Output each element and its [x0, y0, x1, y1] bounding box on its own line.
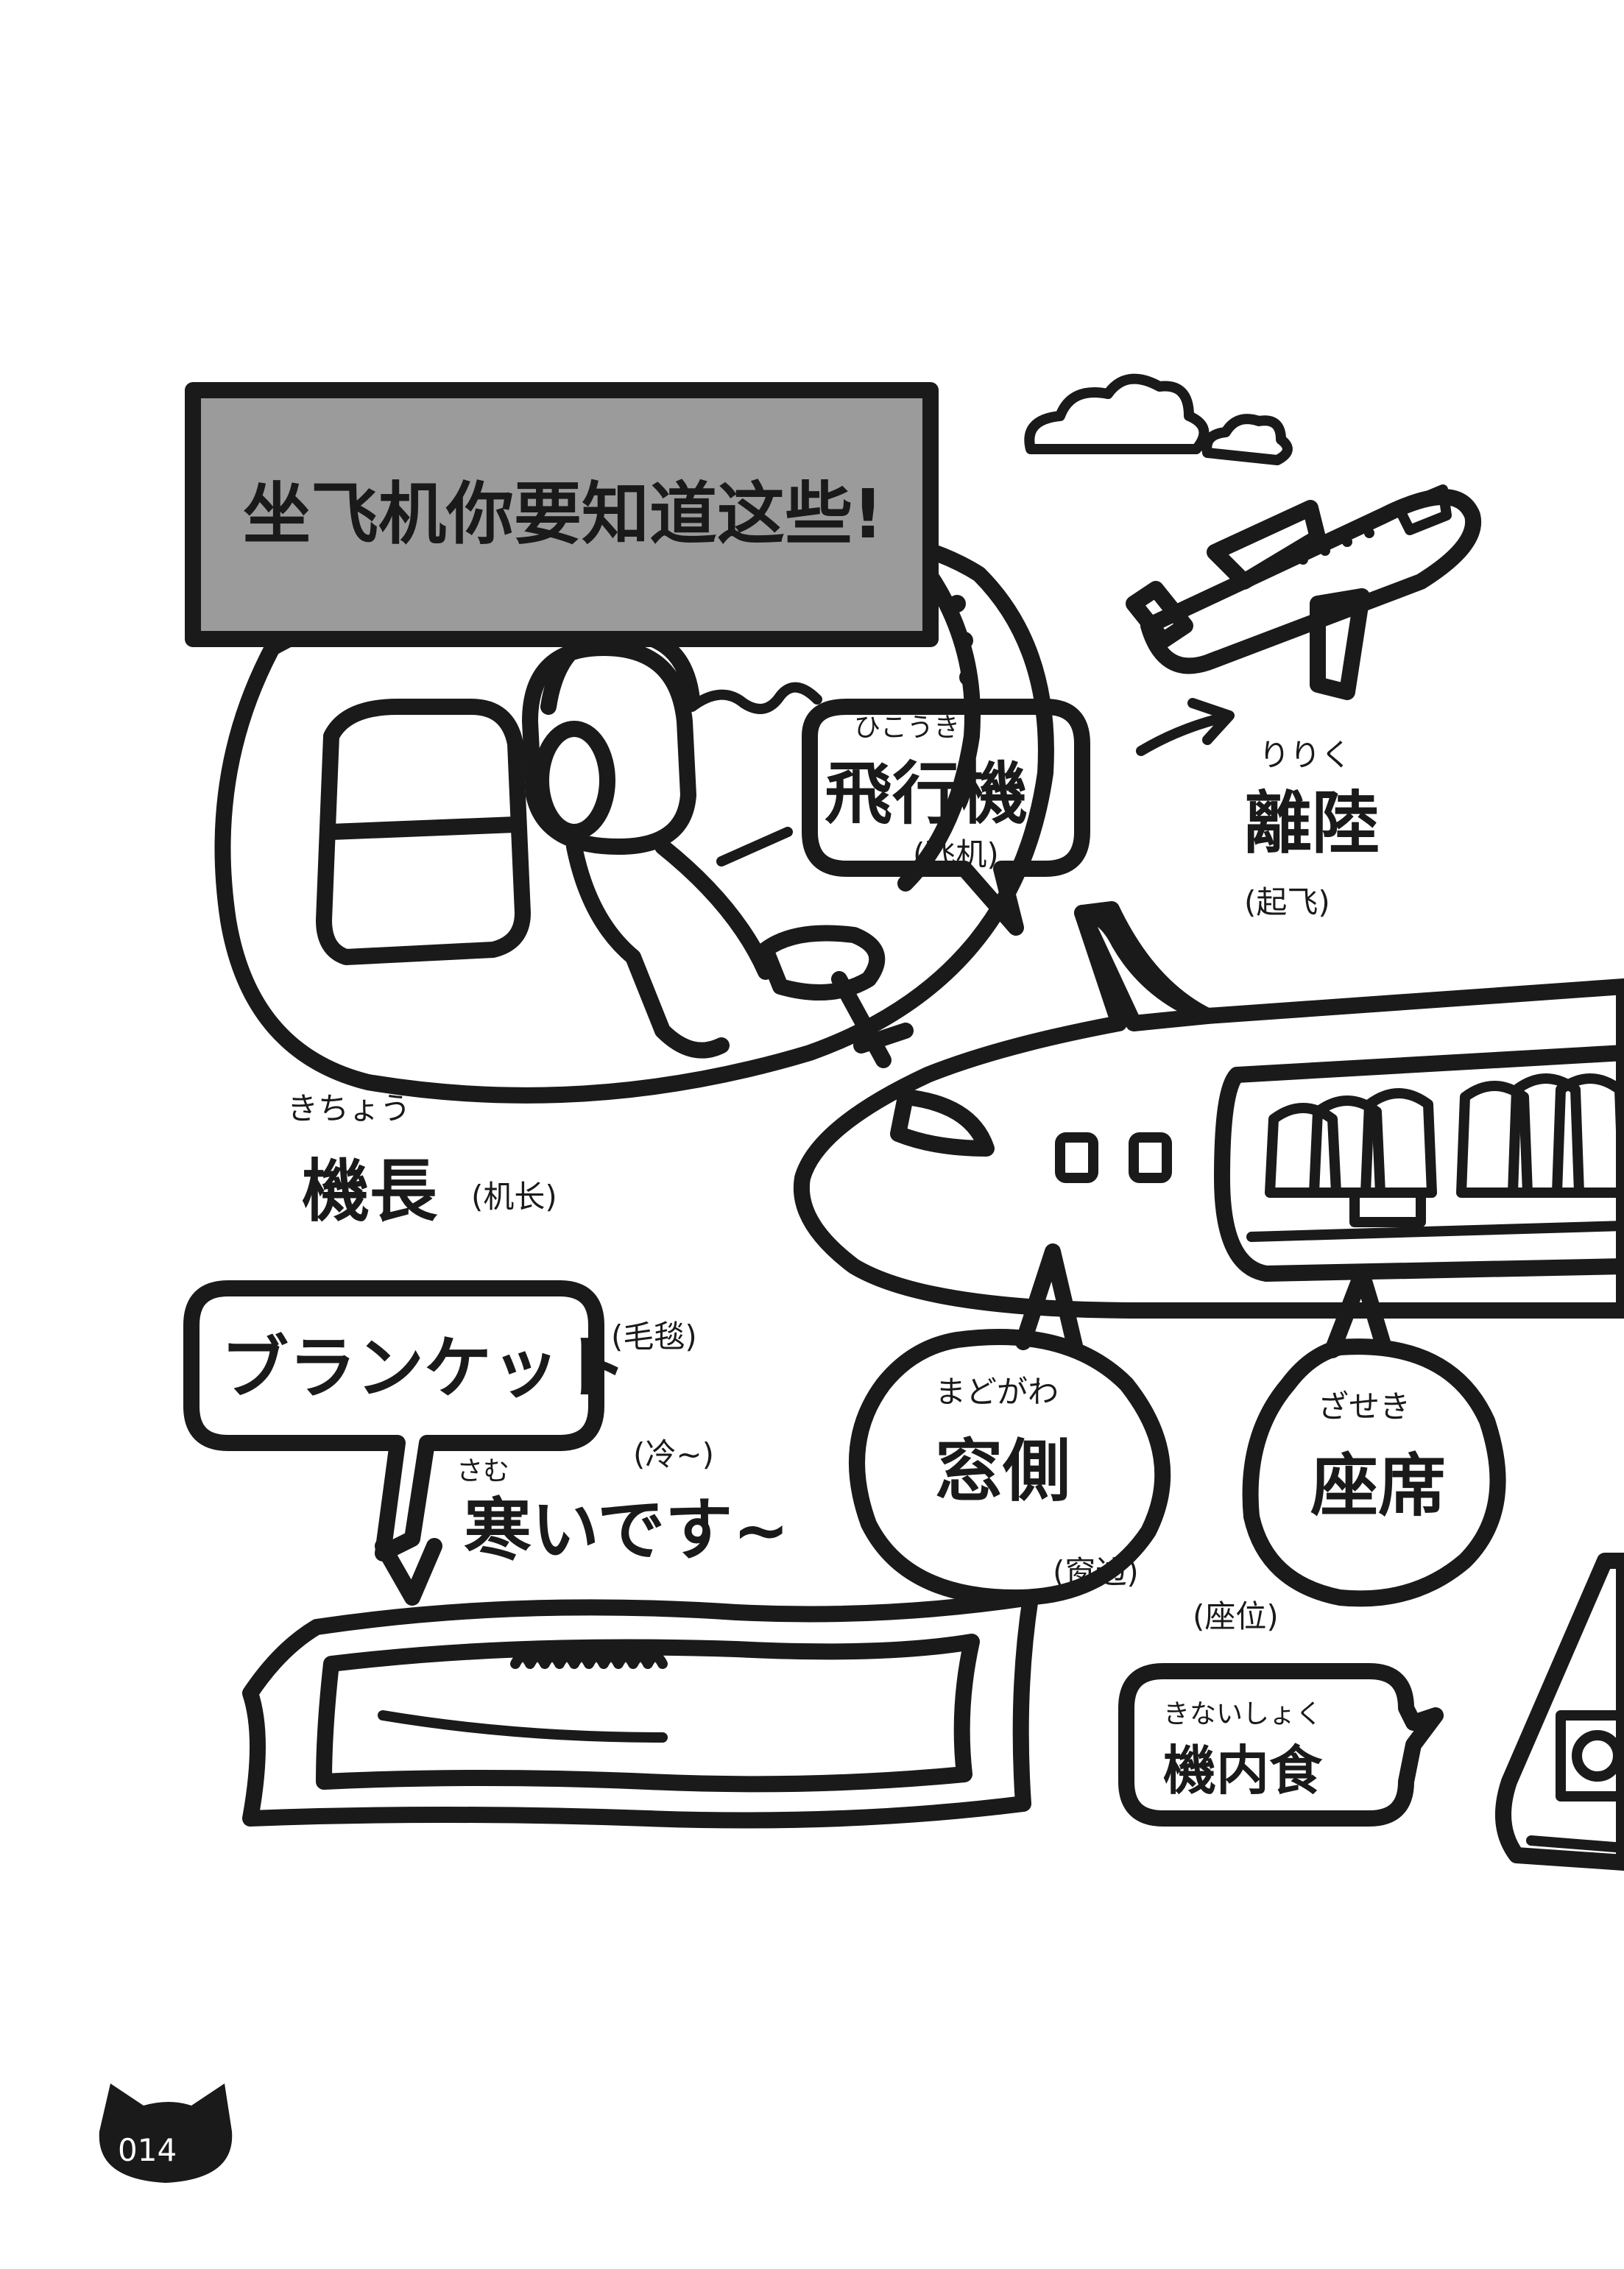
airplane-translation: (飞机) [913, 836, 999, 872]
takeoff-translation: (起飞) [1244, 884, 1330, 920]
cold-label: 寒いです~ [464, 1491, 789, 1570]
airplane-icon [1126, 484, 1482, 700]
seat-reading: ざせき [1318, 1388, 1411, 1425]
seat-translation: (座位) [1193, 1598, 1279, 1634]
captain-label: 機長 [302, 1152, 438, 1231]
blanket-label: ブランケット [221, 1329, 627, 1408]
takeoff-reading: りりく [1259, 737, 1352, 773]
banner-title: 坐飞机你要知道这些! [243, 475, 883, 554]
takeoff-label: 離陸 [1244, 784, 1380, 863]
window-seat-reading: まどがわ [935, 1374, 1059, 1410]
captain-reading: きちょう [287, 1090, 411, 1126]
seat-label: 座席 [1310, 1447, 1446, 1525]
blanket-translation: (毛毯) [611, 1319, 697, 1355]
cloud-icon [1201, 414, 1293, 465]
cat-head-icon [99, 2083, 233, 2183]
meal-label: 機内食 [1163, 1740, 1323, 1802]
window-seat-label: 窓側 [935, 1432, 1070, 1511]
captain-translation: (机长) [471, 1179, 557, 1215]
page-number: 014 [118, 2132, 177, 2168]
meal-reading: きないしょく [1163, 1699, 1322, 1729]
cold-reading: さむ [456, 1456, 509, 1486]
cloud-icon [1024, 373, 1210, 454]
airplane-label: 飛行機 [825, 755, 1028, 833]
cold-translation: (冷~) [633, 1436, 714, 1472]
airplane-reading: ひこうき [854, 713, 960, 743]
window-seat-translation: (窗边) [1053, 1554, 1139, 1590]
